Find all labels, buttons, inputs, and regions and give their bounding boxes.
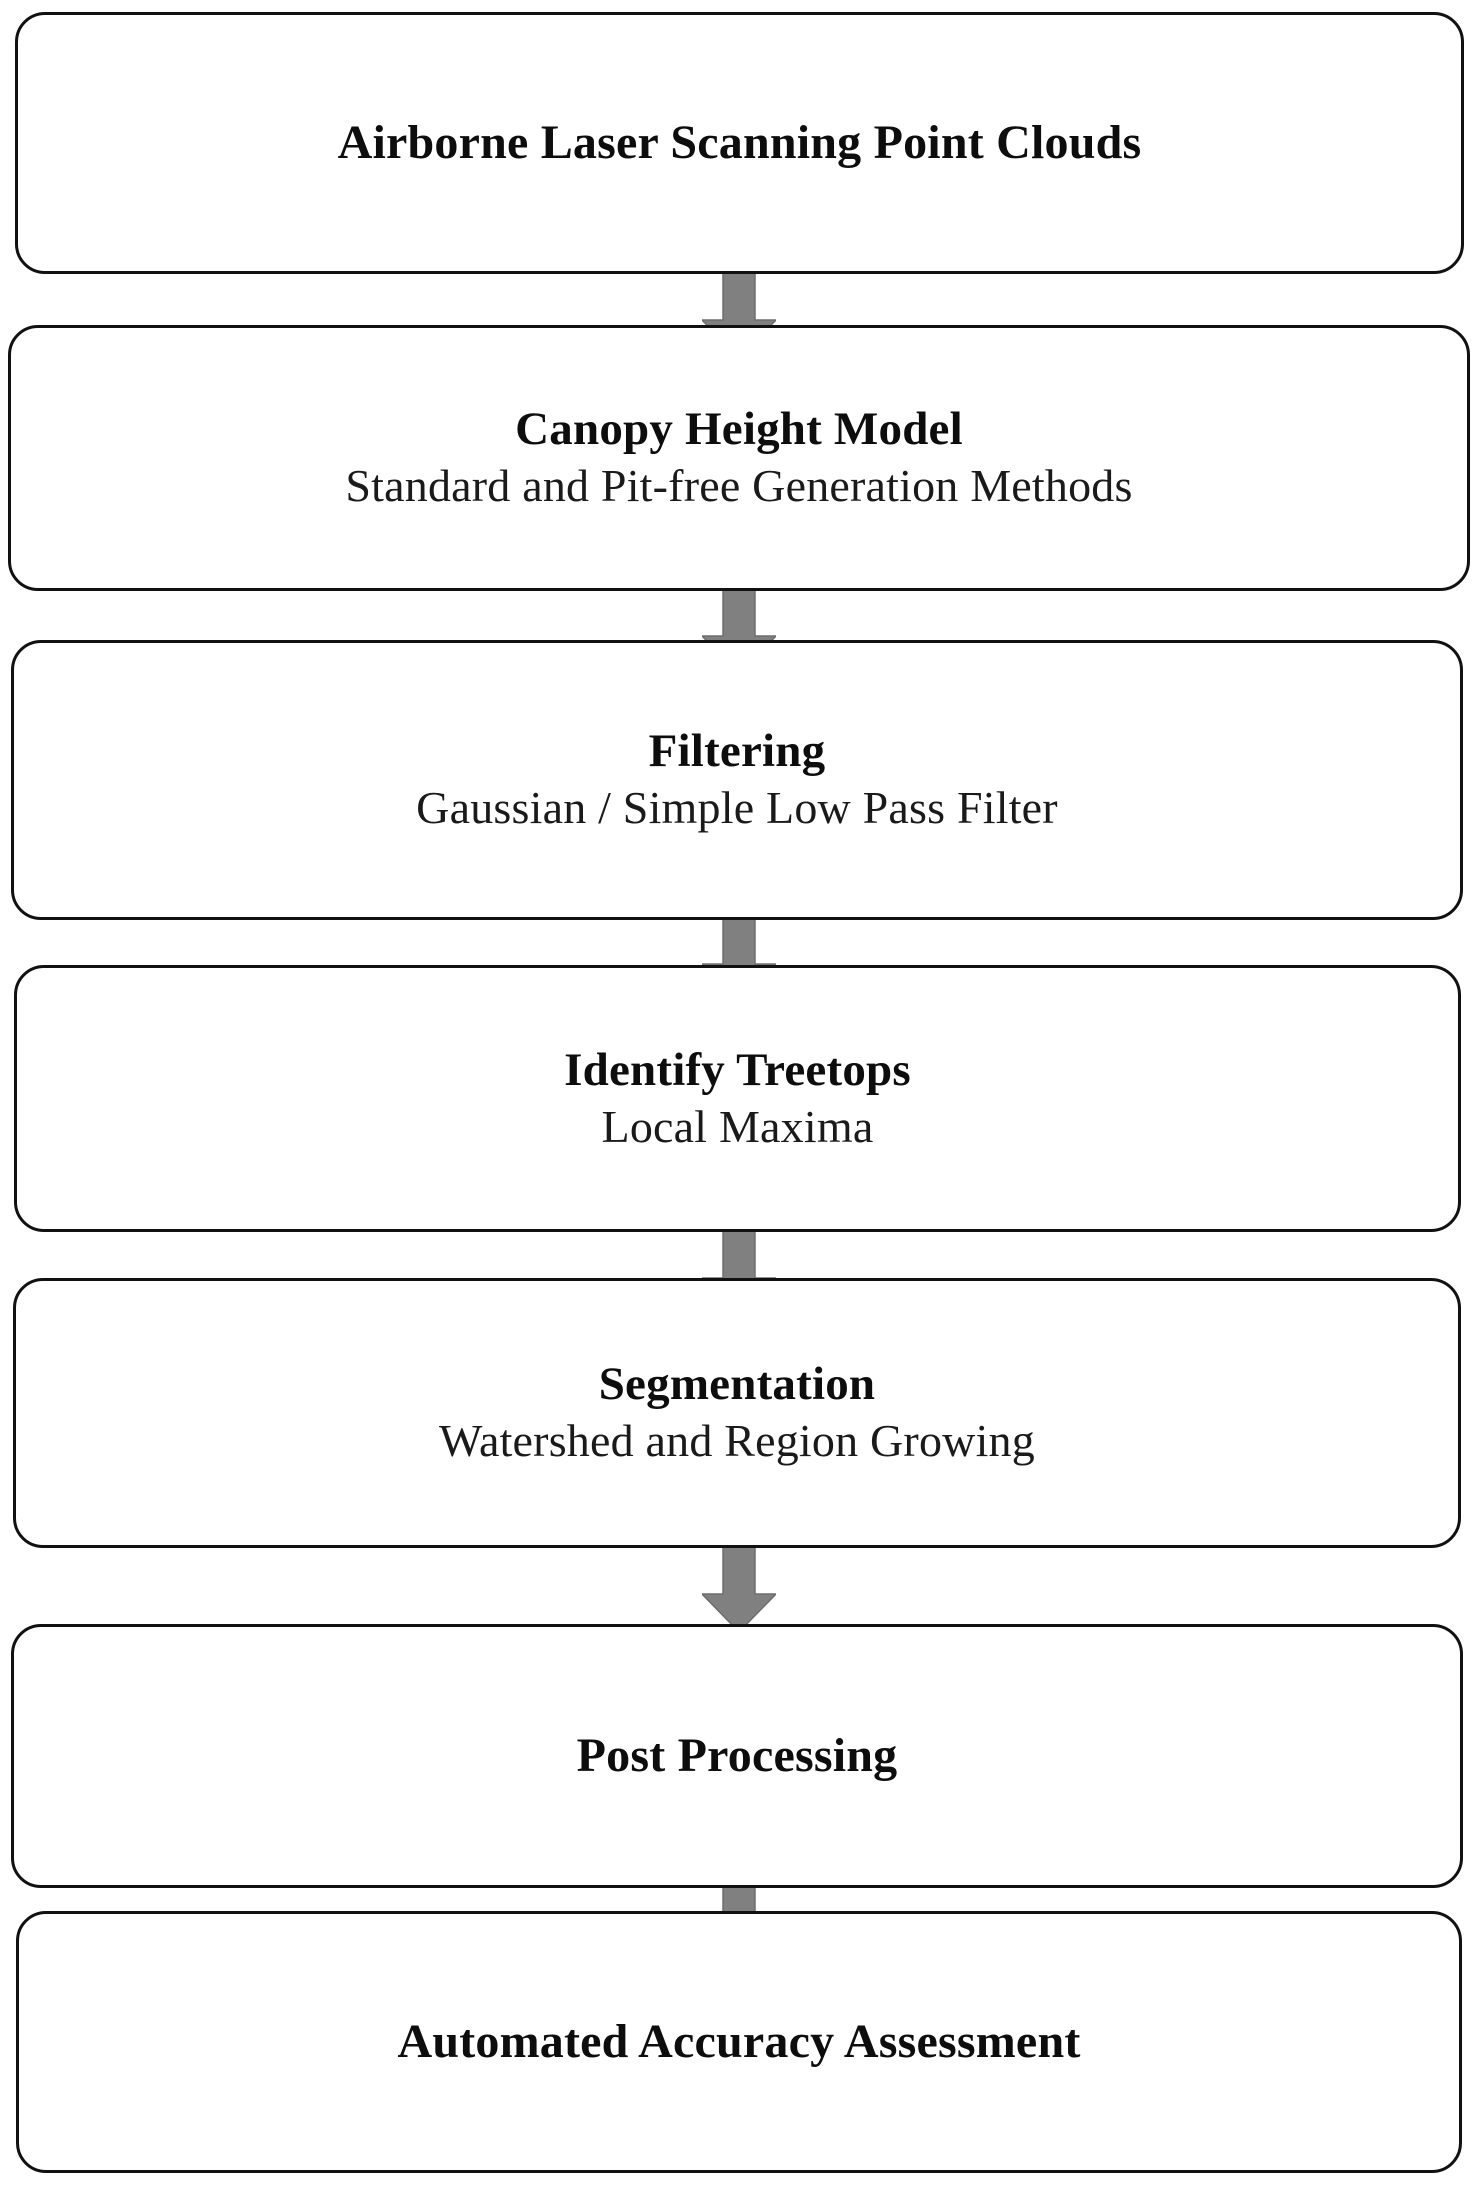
flowchart-node-automated-accuracy-assessment: Automated Accuracy Assessment [16, 1911, 1462, 2173]
node-title: Canopy Height Model [515, 403, 963, 456]
node-title: Automated Accuracy Assessment [397, 2014, 1081, 2068]
flowchart-node-post-processing: Post Processing [11, 1624, 1463, 1888]
node-title: Segmentation [598, 1358, 876, 1411]
flowchart-node-filtering: Filtering Gaussian / Simple Low Pass Fil… [11, 640, 1463, 920]
node-title: Post Processing [576, 1728, 898, 1782]
flowchart-node-airborne-laser-scanning-point-clouds: Airborne Laser Scanning Point Clouds [15, 12, 1464, 274]
flowchart-node-identify-treetops: Identify Treetops Local Maxima [14, 965, 1461, 1232]
flowchart-node-canopy-height-model: Canopy Height Model Standard and Pit-fre… [8, 325, 1470, 591]
node-title: Identify Treetops [564, 1043, 911, 1096]
node-subtitle: Standard and Pit-free Generation Methods [345, 460, 1133, 512]
node-title: Airborne Laser Scanning Point Clouds [337, 115, 1142, 169]
flowchart-node-segmentation: Segmentation Watershed and Region Growin… [13, 1278, 1461, 1548]
node-subtitle: Local Maxima [601, 1100, 874, 1152]
node-title: Filtering [648, 725, 826, 778]
node-subtitle: Gaussian / Simple Low Pass Filter [416, 782, 1058, 834]
down-arrow-icon [702, 1536, 776, 1632]
node-subtitle: Watershed and Region Growing [439, 1415, 1035, 1467]
